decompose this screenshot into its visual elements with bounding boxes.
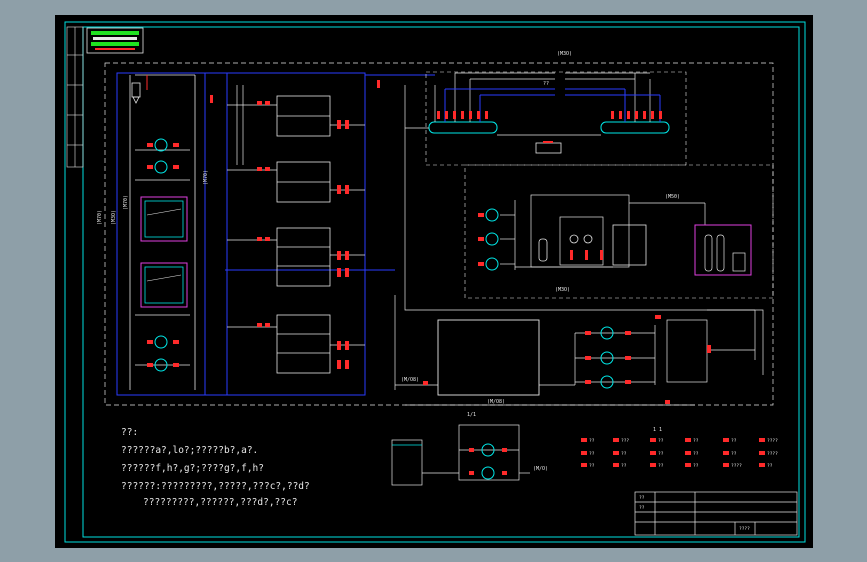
central-pipes (227, 85, 365, 346)
left-heat-tanks (140, 196, 188, 308)
top-right-boundary (425, 71, 687, 166)
legend-item: ?? (658, 438, 664, 444)
middle-valves (478, 213, 603, 266)
legend-item: ?? (621, 451, 627, 457)
outer-frame (64, 21, 806, 543)
title-cell-c: ???? (739, 526, 750, 532)
legend-item: ?? (621, 463, 627, 469)
legend-items: ?? ??? ?? ?? ?? ???? ?? ?? ?? ?? ?? ????… (589, 438, 778, 469)
title-cell-a: ?? (639, 495, 645, 501)
label-left-col: (M70) (123, 195, 129, 210)
middle-vessels (538, 224, 752, 276)
legend-item: ?? (767, 463, 773, 469)
legend-item: ??? (621, 438, 629, 444)
middle-right-boundary (464, 164, 774, 299)
label-small-pump: 1/1 (467, 412, 476, 418)
label-left-b: (M3O) (111, 210, 117, 225)
legend-item: ???? (767, 451, 778, 457)
cad-title-stamp-icon (86, 27, 144, 54)
notes-line-4: ?????????,??????,???d?,??c? (143, 497, 298, 508)
notes-line-2: ??????f,h?,g?;????g?,f,h? (121, 463, 264, 474)
inner-frame (82, 26, 800, 538)
notes-line-3: ??????:?????????,?????,???c?,??d? (121, 481, 310, 492)
legend-item: ?? (731, 451, 737, 457)
strainer-icon (131, 75, 148, 104)
left-pumps (154, 138, 168, 372)
storage-tank (437, 319, 540, 396)
label-bottom-c: (M/O) (533, 466, 548, 472)
lower-valves (423, 315, 711, 404)
legend-item: ?? (693, 451, 699, 457)
legend-item: ?? (693, 463, 699, 469)
label-legend-title: 1 1 (653, 427, 662, 433)
process-flow-diagram: (M3O) ?? (M50) (M3O) (M/O8) (M/O8) (M/O)… (64, 21, 806, 543)
left-column-pipes (129, 74, 196, 390)
legend-item: ???? (731, 463, 742, 469)
label-mid-bottom: (M3O) (555, 287, 570, 293)
lower-pipes (394, 295, 756, 406)
legend-item: ?? (589, 463, 595, 469)
label-left-a: (M70) (97, 210, 103, 225)
pump-valves-left (147, 143, 179, 367)
legend-item: ???? (767, 438, 778, 444)
top-pipes (404, 72, 764, 375)
bottom-valves (469, 448, 507, 475)
title-block-text: ?? ?? ???? (639, 495, 750, 532)
legend-item: ?? (658, 451, 664, 457)
label-mid: (M50) (665, 194, 680, 200)
label-bottom-a: (M/O8) (401, 377, 419, 383)
middle-pipes (500, 194, 706, 270)
bottom-small-system (391, 424, 530, 486)
legend-item: ?? (589, 451, 595, 457)
title-cell-b: ?? (639, 505, 645, 511)
legend-item: ?? (658, 463, 664, 469)
legend-item: ?? (731, 438, 737, 444)
drawing-sheet: (M3O) ?? (M50) (M3O) (M/O8) (M/O8) (M/O)… (55, 15, 813, 548)
bottom-pumps (481, 443, 495, 480)
central-units (276, 95, 331, 374)
notes-line-1: ??????a?,lo?;?????b?,a?. (121, 445, 259, 456)
notes-heading: ??: (121, 427, 139, 438)
manifold-valves (437, 111, 662, 143)
diagram-labels: (M3O) ?? (M50) (M3O) (M/O8) (M/O8) (M/O)… (97, 51, 680, 472)
label-top-header: (M3O) (557, 51, 572, 57)
legend-item: ?? (693, 438, 699, 444)
label-bottom-b: (M/O8) (487, 399, 505, 405)
lower-pumps (600, 326, 614, 389)
title-block (634, 491, 798, 536)
legend-item: ?? (589, 438, 595, 444)
legend-symbols (581, 438, 765, 467)
central-valves (210, 80, 380, 369)
label-top-mid: ?? (543, 81, 549, 87)
blue-pipe-loop (116, 72, 435, 396)
top-manifolds (428, 121, 670, 154)
label-col: (M70) (203, 170, 209, 185)
middle-pumps (485, 208, 499, 271)
